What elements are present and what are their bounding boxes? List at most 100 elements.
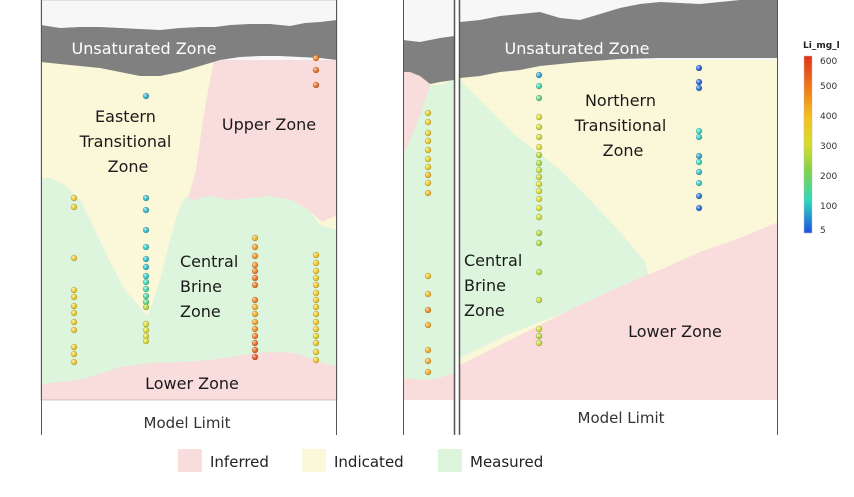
sample-bead-shine bbox=[143, 244, 149, 250]
colorbar-tick: 200 bbox=[820, 172, 837, 182]
sample-bead-shine bbox=[425, 156, 431, 162]
sample-bead-shine bbox=[252, 253, 258, 259]
colorbar-tick: 600 bbox=[820, 57, 837, 67]
sample-bead-shine bbox=[536, 340, 542, 346]
legend-swatch-indicated bbox=[302, 449, 326, 472]
sample-bead-shine bbox=[536, 181, 542, 187]
sample-bead-shine bbox=[696, 159, 702, 165]
measured-zone-c bbox=[460, 80, 650, 358]
colorbar-gradient bbox=[803, 55, 813, 234]
measured-zone-b bbox=[403, 60, 454, 400]
sample-bead-shine bbox=[536, 333, 542, 339]
sample-bead-shine bbox=[313, 67, 319, 73]
sample-bead-shine bbox=[252, 297, 258, 303]
colorbar-tick: 500 bbox=[820, 82, 837, 92]
sample-bead-shine bbox=[425, 190, 431, 196]
sample-bead-shine bbox=[696, 193, 702, 199]
sample-bead-shine bbox=[143, 256, 149, 262]
sample-bead-shine bbox=[143, 93, 149, 99]
sample-bead-shine bbox=[536, 230, 542, 236]
sample-bead-shine bbox=[143, 279, 149, 285]
unsaturated-zone-label-c: Unsaturated Zone bbox=[505, 39, 650, 58]
sample-bead-shine bbox=[696, 65, 702, 71]
sample-bead-shine bbox=[696, 85, 702, 91]
sample-bead-shine bbox=[313, 304, 319, 310]
legend-label-inferred: Inferred bbox=[210, 453, 269, 471]
sample-bead-shine bbox=[313, 349, 319, 355]
sample-bead-shine bbox=[536, 124, 542, 130]
central-brine-label-a: Central Brine Zone bbox=[180, 252, 243, 321]
sample-bead-shine bbox=[425, 369, 431, 375]
sample-bead-shine bbox=[71, 287, 77, 293]
sample-bead-shine bbox=[252, 282, 258, 288]
sample-bead-shine bbox=[313, 340, 319, 346]
sample-bead-shine bbox=[425, 172, 431, 178]
sample-bead-shine bbox=[536, 174, 542, 180]
sample-bead-shine bbox=[252, 304, 258, 310]
sample-bead-shine bbox=[313, 268, 319, 274]
sample-bead-shine bbox=[71, 204, 77, 210]
sample-bead-shine bbox=[252, 275, 258, 281]
sample-bead-shine bbox=[696, 128, 702, 134]
sample-bead-shine bbox=[143, 327, 149, 333]
unsaturated-zone-label-a: Unsaturated Zone bbox=[72, 39, 217, 58]
section-c-panel: Unsaturated Zone Northern Transitional Z… bbox=[460, 0, 778, 400]
sample-bead-shine bbox=[696, 134, 702, 140]
colorbar: Li_mg_l 600 500 400 300 200 100 5 bbox=[803, 41, 840, 236]
sample-bead-shine bbox=[536, 134, 542, 140]
unsaturated-zone-c bbox=[460, 0, 778, 78]
lower-zone-b bbox=[403, 373, 454, 400]
sample-bead-shine bbox=[425, 130, 431, 136]
sample-bead-shine bbox=[425, 307, 431, 313]
model-limit-label-c: Model Limit bbox=[578, 409, 665, 427]
colorbar-title: Li_mg_l bbox=[803, 41, 840, 51]
sample-bead-shine bbox=[252, 311, 258, 317]
classification-legend: Inferred Indicated Measured bbox=[178, 449, 543, 472]
sample-bead-shine bbox=[313, 282, 319, 288]
unsaturated-zone bbox=[41, 20, 337, 76]
sample-bead-shine bbox=[143, 299, 149, 305]
sample-bead-shine bbox=[143, 286, 149, 292]
upper-zone-b bbox=[403, 60, 434, 155]
sample-bead-shine bbox=[252, 319, 258, 325]
sample-bead-shine bbox=[425, 347, 431, 353]
sample-bead-shine bbox=[425, 273, 431, 279]
sample-bead-shine bbox=[313, 333, 319, 339]
eastern-transitional-label: Eastern Transitional Zone bbox=[79, 107, 177, 176]
sample-bead-shine bbox=[536, 240, 542, 246]
sample-bead-shine bbox=[536, 326, 542, 332]
lower-zone-c bbox=[460, 222, 778, 400]
sample-bead-shine bbox=[143, 207, 149, 213]
sample-bead-shine bbox=[425, 147, 431, 153]
upper-zone-inferred bbox=[188, 60, 337, 222]
sample-bead-shine bbox=[425, 180, 431, 186]
sample-bead-shine bbox=[536, 188, 542, 194]
sample-bead-shine bbox=[71, 294, 77, 300]
sample-bead-shine bbox=[252, 262, 258, 268]
sample-bead-shine bbox=[71, 310, 77, 316]
sample-bead-shine bbox=[536, 152, 542, 158]
sample-bead-shine bbox=[696, 205, 702, 211]
sample-bead-shine bbox=[313, 55, 319, 61]
sample-bead-shine bbox=[252, 347, 258, 353]
sample-bead-shine bbox=[143, 227, 149, 233]
sample-bead-shine bbox=[143, 293, 149, 299]
sample-bead-shine bbox=[71, 351, 77, 357]
sample-bead-shine bbox=[313, 357, 319, 363]
unsaturated-zone-b bbox=[403, 36, 454, 84]
sample-bead-shine bbox=[425, 291, 431, 297]
sample-bead-shine bbox=[143, 273, 149, 279]
sample-bead-shine bbox=[71, 359, 77, 365]
colorbar-tick: 100 bbox=[820, 202, 837, 212]
sample-bead-shine bbox=[71, 319, 77, 325]
sample-bead-shine bbox=[313, 252, 319, 258]
sample-bead-shine bbox=[536, 144, 542, 150]
sample-bead-shine bbox=[313, 326, 319, 332]
sample-bead-shine bbox=[252, 268, 258, 274]
sample-bead-shine bbox=[536, 114, 542, 120]
sample-bead-shine bbox=[536, 214, 542, 220]
sample-bead-shine bbox=[536, 297, 542, 303]
sample-bead-shine bbox=[536, 196, 542, 202]
colorbar-tick: 300 bbox=[820, 142, 837, 152]
